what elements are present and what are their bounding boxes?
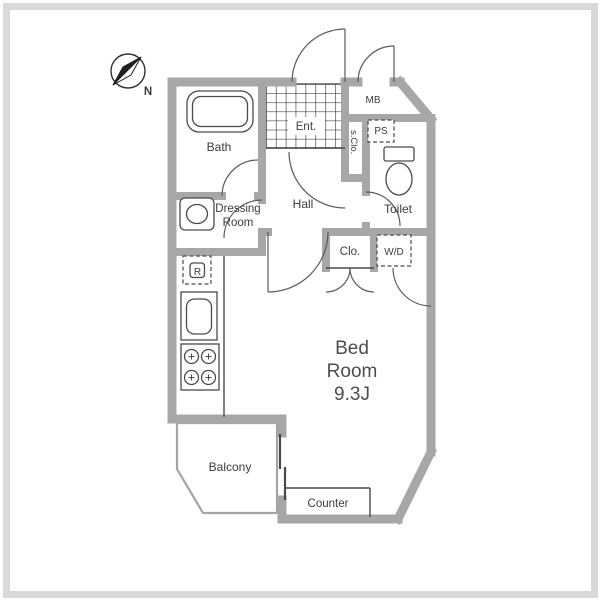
toilet-icon — [383, 146, 415, 196]
bathtub-inner — [191, 95, 249, 128]
burner-crosses — [188, 353, 212, 381]
fixtures — [179, 90, 415, 391]
refrigerator-icon — [182, 255, 212, 285]
shoe-closet-label: s.Clo. — [348, 130, 359, 154]
closet-door-arc-right — [349, 267, 375, 293]
counter-label: Counter — [308, 498, 349, 510]
walls — [167, 75, 438, 526]
bedroom-label-line2: Room — [327, 361, 378, 382]
meter-box-door-arc — [357, 45, 395, 83]
room-labels: Bath Dressing Room Ent. MB PS s.Clo. Toi… — [194, 95, 413, 510]
bath-door-arc — [221, 159, 259, 197]
compass-north-label: N — [144, 86, 152, 98]
entrance-label: Ent. — [296, 121, 316, 133]
wall — [391, 445, 438, 526]
meter-box-label: MB — [366, 95, 381, 106]
balcony-label: Balcony — [209, 460, 252, 474]
stove-icon — [180, 343, 220, 391]
bedroom-label-line3: 9.3J — [334, 384, 370, 405]
bedroom-door-arc — [267, 231, 329, 293]
toilet-door-arc — [365, 191, 401, 227]
hall-door-arc — [288, 151, 346, 209]
refrigerator-label: R — [194, 267, 201, 278]
compass-needle-light — [112, 56, 142, 86]
bedroom-label-line1: Bed — [335, 338, 369, 359]
dressing-door-arc — [223, 199, 263, 239]
closet-label: Clo. — [340, 246, 360, 258]
entrance-door-arc — [291, 28, 346, 83]
entrance-tiles — [265, 83, 346, 149]
washer-nook-door-arc — [392, 267, 432, 307]
bath-label: Bath — [207, 140, 232, 154]
frame-border — [3, 3, 598, 598]
washer-dryer-label: W/D — [384, 247, 403, 258]
washer-dryer-box — [376, 234, 412, 267]
kitchen-sink-icon — [180, 291, 218, 341]
dressing-room-label-line2: Room — [223, 217, 254, 229]
pipe-space-label: PS — [374, 126, 388, 137]
entrance-tile-floor — [265, 83, 346, 149]
thin-lines — [223, 147, 374, 517]
pipe-space-box — [367, 119, 395, 143]
sink-basin — [185, 298, 213, 335]
compass-icon: N — [110, 53, 152, 98]
hall-label: Hall — [293, 197, 314, 211]
door-swing-arcs — [221, 28, 432, 307]
toilet-tank — [383, 146, 415, 162]
washbasin-bowl — [185, 203, 209, 225]
dressing-room-label-line1: Dressing — [215, 203, 260, 215]
washbasin-icon — [179, 197, 215, 231]
toilet-label: Toilet — [384, 202, 413, 216]
toilet-bowl — [385, 162, 413, 196]
wall — [393, 75, 438, 126]
bathtub-icon — [186, 90, 254, 133]
refrigerator-box — [189, 262, 206, 279]
entrance-label-bg — [288, 117, 325, 135]
